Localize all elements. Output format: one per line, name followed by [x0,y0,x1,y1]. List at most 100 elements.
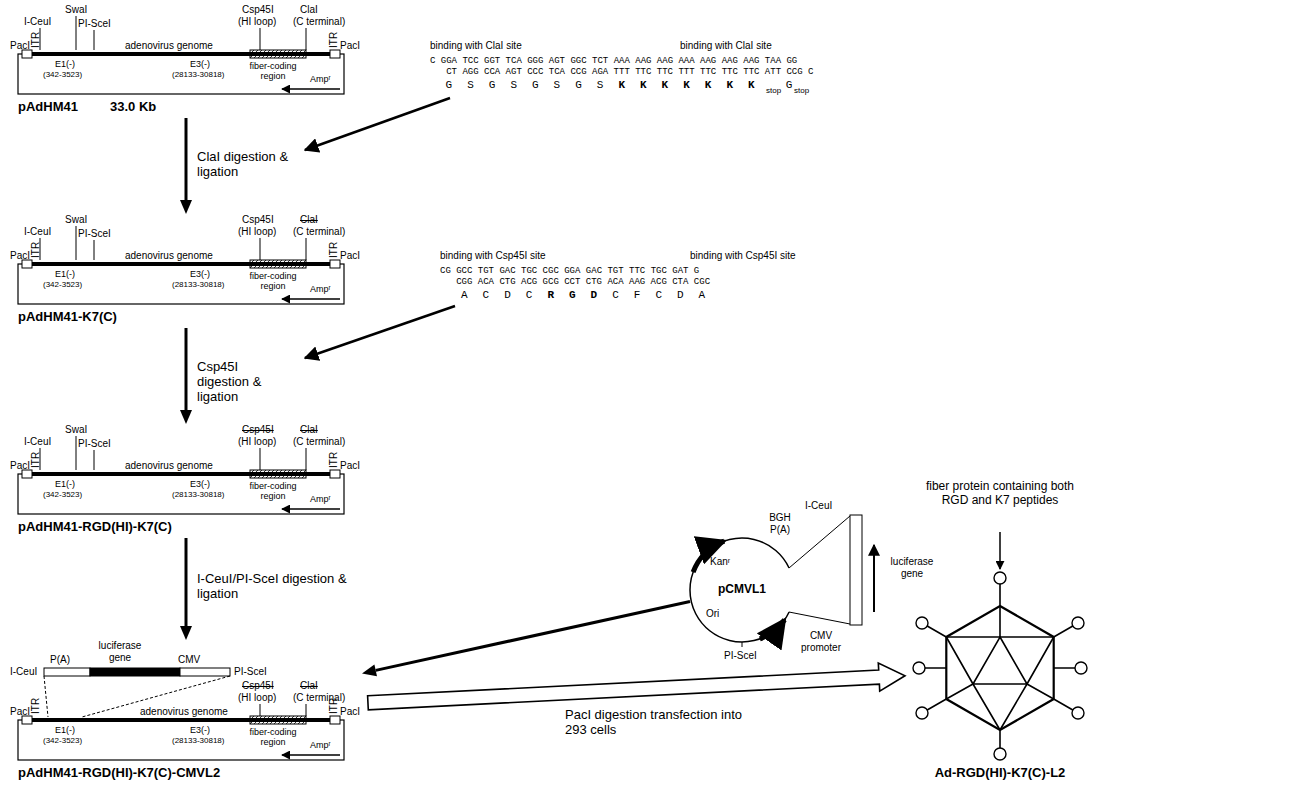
label-text: I-CeuI [24,436,51,448]
node-text: (28133-30818) [172,70,224,79]
label-text: G S G S G S G S [446,79,604,92]
label-text: CMV [178,654,200,666]
node-text: (342-3523) [43,280,82,289]
label-text: binding with ClaI site [680,40,772,52]
label-text: PacI [340,250,360,262]
arrow-shaft [185,538,188,626]
node-text: fiber-coding region [242,481,304,502]
node-text: Ampʳ [310,494,331,504]
label-text: PI-SceI [234,666,267,678]
node-text: adenovirus genome [140,706,228,718]
arrow-head [180,200,192,214]
label-text: ITR [328,698,340,714]
label-text: ClaI [300,214,318,226]
node-text: (28133-30818) [172,280,224,289]
label-text: (C terminal) [293,16,345,28]
label-text: ITR [30,698,42,714]
label-text: PI-SceI [78,438,111,450]
label-text: ClaI [300,4,318,16]
plasmid-map [18,50,344,94]
label-text: (HI loop) [238,692,276,704]
label-text: ITR [328,452,340,468]
node-text: (342-3523) [43,70,82,79]
label-text: (C terminal) [293,226,345,238]
node-text: pAdHM41 [18,100,78,115]
node-text: E1(-) [55,725,75,735]
connector-arrow [368,663,905,710]
arrow-head [180,626,192,640]
label-text: stop [794,86,809,95]
node-text: (28133-30818) [172,736,224,745]
label-text: stop [766,86,781,95]
connector-arrow [180,328,192,424]
label-text: PI-SceI [724,650,757,662]
label-text: I-CeuI [24,226,51,238]
node-text: pAdHM41-K7(C) [18,310,117,325]
node-text: (342-3523) [43,490,82,499]
label-text: R G D [547,289,597,302]
node-text: Ampʳ [310,284,331,294]
node-text: E3(-) [190,725,210,735]
label-text: A C D C [461,289,532,302]
label-text: ITR [30,452,42,468]
virus-particle [913,532,1087,760]
label-text: CG GCC TGT GAC TGC CGC GGA GAC TGT TTC T… [440,266,699,276]
node-text: E1(-) [55,59,75,69]
label-text: P(A) [50,654,70,666]
label-text: PacI [340,460,360,472]
plasmid-map [18,260,344,304]
label-text: Csp45I [242,424,274,436]
label-text: I-CeuI [10,666,37,678]
label-text: C F C D A [612,289,705,302]
node-text: E3(-) [190,479,210,489]
step-label: PacI digestion transfection into 293 cel… [565,708,745,738]
label-text: C GGA TCC GGT TCA GGG AGT GGC TCT AAA AA… [430,56,797,66]
connector-arrow [180,538,192,640]
label-text: PacI [10,40,30,52]
node-text: fiber-coding region [242,727,304,748]
connector-arrow [180,118,192,214]
label-text: luciferase gene [92,640,148,663]
connector-arrow [362,601,690,676]
node-text: Ad-RGD(HI)-K7(C)-L2 [905,766,1095,781]
label-text: CMV promoter [795,630,847,653]
node-text: fiber-coding region [242,271,304,292]
label-text: (HI loop) [238,16,276,28]
label-text: ITR [328,32,340,48]
label-text: binding with ClaI site [430,40,522,52]
node-text: E1(-) [55,479,75,489]
label-text: SwaI [65,424,87,436]
label-text: PI-SceI [78,228,111,240]
step-label: Csp45I digestion & ligation [197,360,292,405]
node-text: Ampʳ [310,74,331,84]
label-text: binding with Csp45I site [690,250,796,262]
node-text: adenovirus genome [125,40,213,52]
label-text: CT AGG CCA AGT CCC TCA CCG AGA TTT TTC T… [446,67,813,77]
label-text: Csp45I [242,214,274,226]
node-text: 33.0 Kb [110,100,156,115]
node-text: Kanʳ [710,556,730,568]
label-text: binding with Csp45I site [440,250,546,262]
node-text: Ampʳ [310,740,331,750]
label-text: I-CeuI [805,500,832,512]
label-text: PacI [10,706,30,718]
node-text: pCMVL1 [718,583,766,597]
hollow-arrow [368,663,905,710]
label-text: SwaI [65,4,87,16]
label-text: ClaI [300,424,318,436]
label-text: ITR [328,242,340,258]
label-text: I-CeuI [24,16,51,28]
label-text: Csp45I [242,680,274,692]
node-text: pAdHM41-RGD(HI)-K7(C)-CMVL2 [18,766,220,781]
arrow-head [362,665,377,677]
plasmid-map [18,716,344,760]
arrow-shaft [185,118,188,200]
arrow-shaft [376,601,690,670]
label-text: luciferase gene [884,556,940,579]
label-text: PacI [10,460,30,472]
label-text: fiber protein containing both RGD and K7… [925,480,1075,508]
label-text: CGG ACA CTG ACG GCG CCT CTG ACA AAG ACG … [456,277,710,287]
